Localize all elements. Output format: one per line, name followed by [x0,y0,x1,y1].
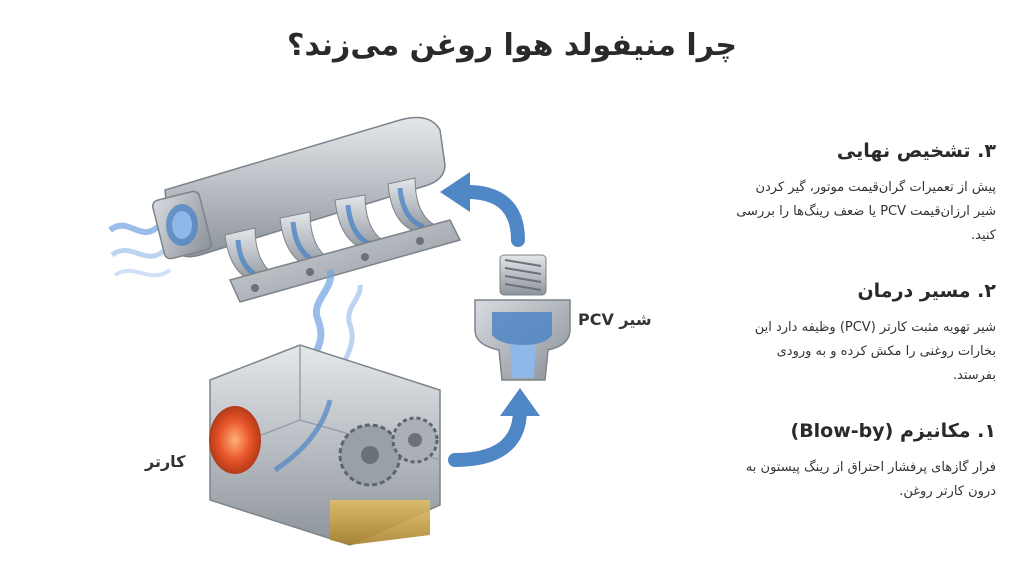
curved-arrow-icon [440,172,525,247]
step-1-body: فرار گازهای پرفشار احتراق از رینگ پیستون… [745,460,996,499]
curved-arrow-icon [448,388,540,467]
step-3: ۳. تشخیص نهایی پیش از تعمیرات گران‌قیمت … [736,140,996,248]
engine-illustration [108,116,571,546]
pcv-valve-illustration [474,254,571,381]
step-2-body: شیر تهویه مثبت کارتر (PCV) وظیفه دارد ای… [754,320,996,383]
pcv-valve-label: شیر PCV [578,310,652,329]
step-2-title: ۲. مسیر درمان [857,280,996,302]
page-title: چرا منیفولد هوا روغن می‌زند؟ [287,28,737,63]
crankcase-label: کارتر [145,452,186,471]
step-1: ۱. مکانیزم (Blow-by) فرار گازهای پرفشار … [736,420,996,504]
step-2: ۲. مسیر درمان شیر تهویه مثبت کارتر (PCV)… [736,280,996,388]
intake-manifold-illustration [108,116,462,303]
step-1-title: ۱. مکانیزم (Blow-by) [790,420,997,442]
step-3-body: پیش از تعمیرات گران‌قیمت موتور، گیر کردن… [736,180,996,243]
crankcase-illustration [209,269,441,546]
step-3-title: ۳. تشخیص نهایی [836,140,996,162]
